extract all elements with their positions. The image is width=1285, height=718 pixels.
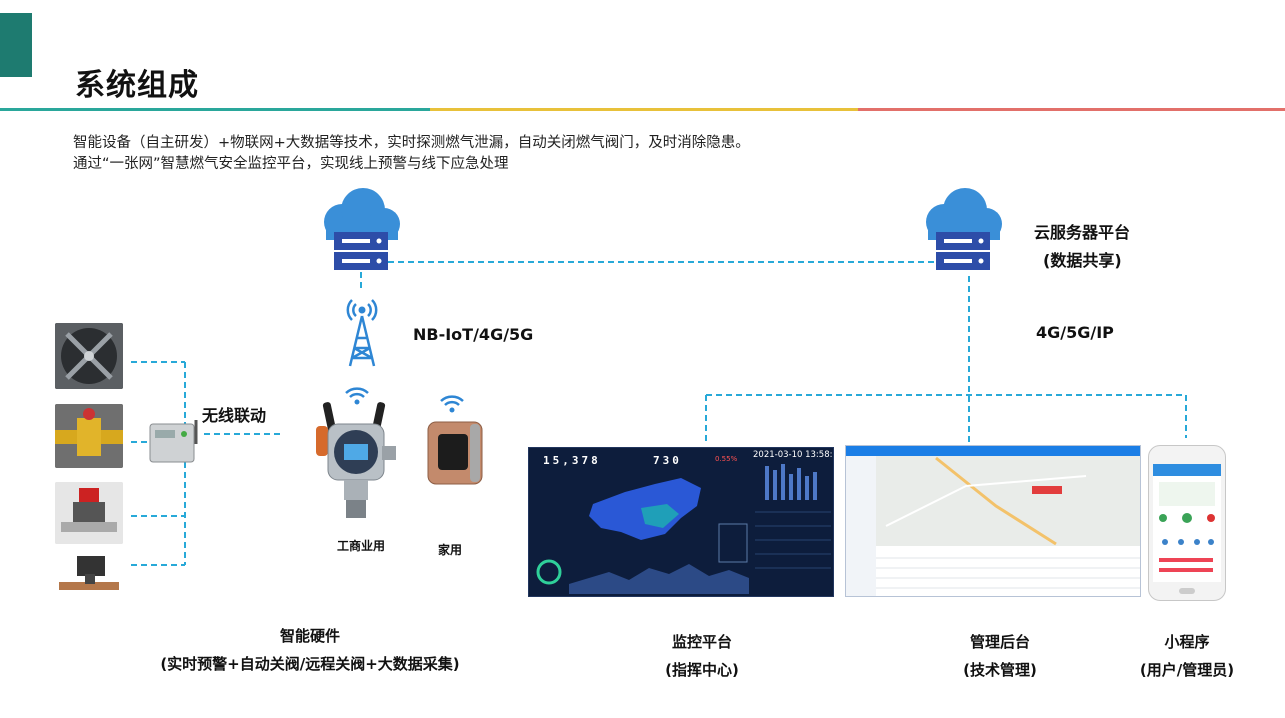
dashboard-counter-left: 15,378	[543, 454, 601, 467]
valve-actuator-image	[55, 552, 123, 596]
cloud-server-icon-left	[324, 188, 400, 270]
solenoid-valve-image	[55, 482, 123, 544]
page-title: 系统组成	[75, 68, 199, 103]
cloud-platform-sublabel: (数据共享)	[1043, 251, 1122, 270]
miniapp-label: 小程序	[1164, 633, 1210, 651]
gas-valve-image	[55, 404, 123, 468]
commercial-label: 工商业用	[337, 539, 386, 553]
exhaust-fan-image	[55, 323, 123, 389]
title-rule-red	[858, 108, 1285, 111]
mini-program-phone-image	[1148, 445, 1226, 601]
monitor-sublabel: (指挥中心)	[665, 661, 739, 679]
description-line-1: 智能设备（自主研发）+物联网+大数据等技术，实时探测燃气泄漏，自动关闭燃气阀门，…	[73, 135, 750, 151]
admin-backend-screenshot	[845, 445, 1141, 597]
wireless-controller-image	[149, 420, 198, 463]
title-rule-yellow	[430, 108, 858, 111]
monitor-dashboard-screenshot: 15,378 730 0.55% 2021-03-10 13:58:21	[528, 447, 834, 597]
accent-bar	[0, 13, 32, 77]
nbiot-label: NB-IoT/4G/5G	[413, 325, 534, 344]
dashboard-graphics	[536, 464, 831, 594]
admin-label: 管理后台	[969, 633, 1030, 651]
hardware-sublabel: (实时预警+自动关阀/远程关阀+大数据采集)	[160, 655, 460, 673]
cloud-server-icon-right	[926, 188, 1002, 270]
admin-graphics	[846, 446, 1140, 596]
dashboard-datetime: 2021-03-10 13:58:21	[753, 450, 833, 460]
household-gas-detector-image	[427, 421, 483, 485]
admin-sublabel: (技术管理)	[963, 661, 1037, 679]
description-line-2: 通过“一张网”智慧燃气安全监控平台，实现线上预警与线下应急处理	[73, 156, 509, 172]
network-label: 4G/5G/IP	[1036, 323, 1114, 342]
cloud-platform-label: 云服务器平台	[1034, 223, 1131, 242]
title-rule-teal	[0, 108, 430, 111]
miniapp-sublabel: (用户/管理员)	[1139, 661, 1235, 679]
signal-tower-icon	[346, 299, 378, 367]
wifi-icon-commercial	[345, 387, 369, 405]
wifi-icon-household	[440, 395, 464, 413]
hardware-label: 智能硬件	[279, 627, 340, 645]
dashboard-counter-pct: 0.55%	[715, 455, 738, 463]
wireless-link-label: 无线联动	[202, 406, 267, 425]
commercial-gas-detector-image	[316, 402, 396, 518]
household-label: 家用	[438, 543, 463, 557]
dashboard-counter-right: 730	[653, 454, 682, 467]
monitor-label: 监控平台	[671, 633, 732, 651]
